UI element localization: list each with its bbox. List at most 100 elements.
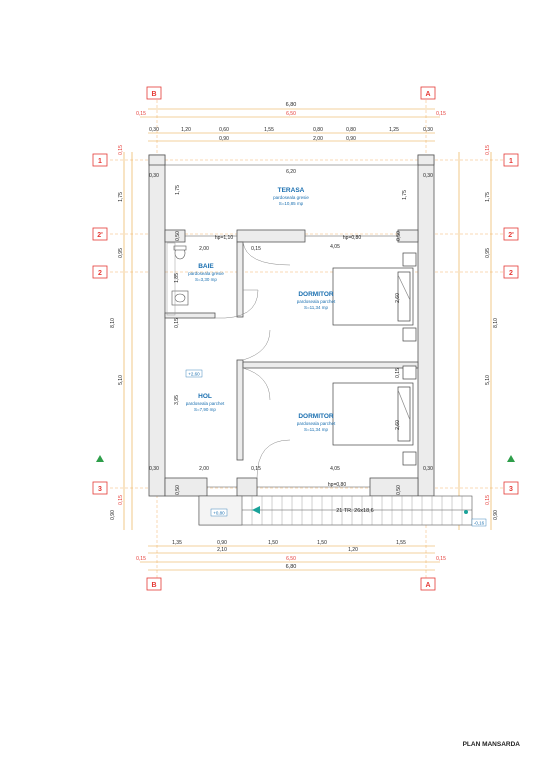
dim-030-tl: 0,30 (149, 173, 159, 179)
bottom-dimensions (140, 545, 440, 571)
dim-bot-chain2-0: 2,10 (217, 547, 227, 553)
dim-top-chain1-7: 0,30 (423, 127, 433, 133)
dim-015-a: 0,15 (251, 246, 261, 252)
dim-015-d: 0,15 (395, 368, 401, 378)
dim-405-b: 4,05 (330, 466, 340, 472)
toilet-icon (173, 245, 187, 260)
svg-text:3: 3 (509, 486, 513, 493)
dim-top-chain1-2: 0,60 (219, 127, 229, 133)
room-hol-name: HOL (198, 393, 212, 400)
room-baie-floor: pardoseala gresie (188, 271, 224, 276)
svg-text:2: 2 (98, 270, 102, 277)
inner-lines (165, 164, 418, 488)
dim-030-ml: 0,30 (149, 466, 159, 472)
door-swings (214, 241, 291, 479)
dim-015-c: 0,15 (174, 318, 180, 328)
room-dormitor2-name: DORMITOR (298, 413, 334, 420)
axis-bubble-2-right: 2 (503, 265, 519, 279)
axis-bubble-1-left: 1 (92, 153, 108, 167)
dim-left-090: 0,90 (110, 510, 116, 520)
shower-icon (166, 242, 176, 316)
dim-top-chain1-0: 0,30 (149, 127, 159, 133)
svg-text:B: B (151, 91, 156, 98)
dim-right-175: 1,75 (485, 192, 491, 202)
stair-label: 21 TR. 26x18,6 (336, 508, 374, 514)
hp-terasa: hp=0,80 (343, 235, 361, 241)
dim-top-chain2-1: 2,00 (313, 136, 323, 142)
dim-terasa-175-right: 1,75 (402, 190, 408, 200)
stair-direction-arrow (252, 506, 468, 514)
top-dimensions (140, 108, 440, 142)
svg-text:A: A (425, 91, 430, 98)
dim-bot-015-right: 0,15 (436, 556, 446, 562)
axis-bubble-2p-left: 2' (92, 227, 108, 241)
room-terasa-floor: pardoseala gresie (273, 195, 309, 200)
axis-bubble-B-bottom: B (146, 577, 162, 591)
dim-left-095: 0,95 (118, 248, 124, 258)
level-box (185, 369, 203, 378)
dim-top-015-right: 0,15 (436, 111, 446, 117)
svg-text:1: 1 (98, 158, 102, 165)
hp-baie: hp=1,10 (215, 235, 233, 241)
svg-text:2: 2 (509, 270, 513, 277)
dim-260-a: 2,60 (395, 293, 401, 303)
level-stair: +0,80 (213, 511, 225, 516)
svg-text:B: B (151, 582, 156, 589)
staircase (198, 495, 473, 526)
dim-bot-chain1-4: 1,55 (396, 540, 406, 546)
sheet-title: PLAN MANSARDA (462, 741, 520, 748)
axis-bubble-3-left: 3 (92, 481, 108, 495)
axis-bubble-2p-right: 2' (503, 227, 519, 241)
dim-left-510: 5,10 (118, 375, 124, 385)
level-marker-icon (96, 455, 515, 462)
level-out: -0,16 (474, 521, 485, 526)
dim-bot-axis: 6,50 (286, 556, 296, 562)
dim-050-a: 0,50 (175, 231, 181, 241)
svg-text:A: A (425, 582, 430, 589)
dim-395: 3,95 (174, 395, 180, 405)
level-box (471, 518, 487, 527)
dim-baie-200: 2,00 (199, 246, 209, 252)
level-hol: +2,60 (188, 372, 200, 377)
dim-hol-200: 2,00 (199, 466, 209, 472)
dim-top-chain1-1: 1,20 (181, 127, 191, 133)
dim-260-b: 2,60 (395, 420, 401, 430)
axis-bubble-2-left: 2 (92, 265, 108, 279)
dim-050-b: 0,50 (396, 231, 402, 241)
dim-top-chain1-6: 1,25 (389, 127, 399, 133)
dim-right-095: 0,95 (485, 248, 491, 258)
dim-right-510: 5,10 (485, 375, 491, 385)
stair-treads (251, 496, 463, 525)
dim-terasa-width: 6,20 (286, 169, 296, 175)
dim-185: 1,85 (174, 273, 180, 283)
dim-right-810: 8,10 (493, 318, 499, 328)
room-dormitor1-name: DORMITOR (298, 291, 334, 298)
room-baie-name: BAIE (198, 263, 214, 270)
hp-bottom: hp=0,80 (328, 482, 346, 488)
axis-bubble-A-top: A (420, 86, 436, 100)
dim-top-chain1-4: 0,80 (313, 127, 323, 133)
axis-bubble-B-top: B (146, 86, 162, 100)
dim-top-015-left: 0,15 (136, 111, 146, 117)
dim-right-015b: 0,15 (485, 495, 491, 505)
svg-text:1: 1 (509, 158, 513, 165)
dim-top-chain1-5: 0,80 (346, 127, 356, 133)
dim-left-810: 8,10 (110, 318, 116, 328)
svg-text:2': 2' (97, 232, 103, 239)
dim-050-c: 0,50 (175, 485, 181, 495)
room-terasa-name: TERASA (278, 187, 305, 194)
dim-bot-chain1-3: 1,50 (317, 540, 327, 546)
dim-015-b: 0,15 (251, 466, 261, 472)
room-terasa-area: S=10,85 mp (279, 201, 304, 206)
room-hol-area: S=7,90 mp (194, 407, 216, 412)
dim-405-a: 4,05 (330, 244, 340, 250)
room-dormitor2-area: S=11,34 mp (304, 427, 329, 432)
dim-top-chain1-3: 1,55 (264, 127, 274, 133)
svg-text:3: 3 (98, 486, 102, 493)
dim-top-chain2-2: 0,90 (346, 136, 356, 142)
dim-030-mr: 0,30 (423, 466, 433, 472)
room-hol-floor: pardoseala parchet (186, 401, 225, 406)
dim-bot-chain1-1: 0,90 (217, 540, 227, 546)
dim-right-090: 0,90 (493, 510, 499, 520)
